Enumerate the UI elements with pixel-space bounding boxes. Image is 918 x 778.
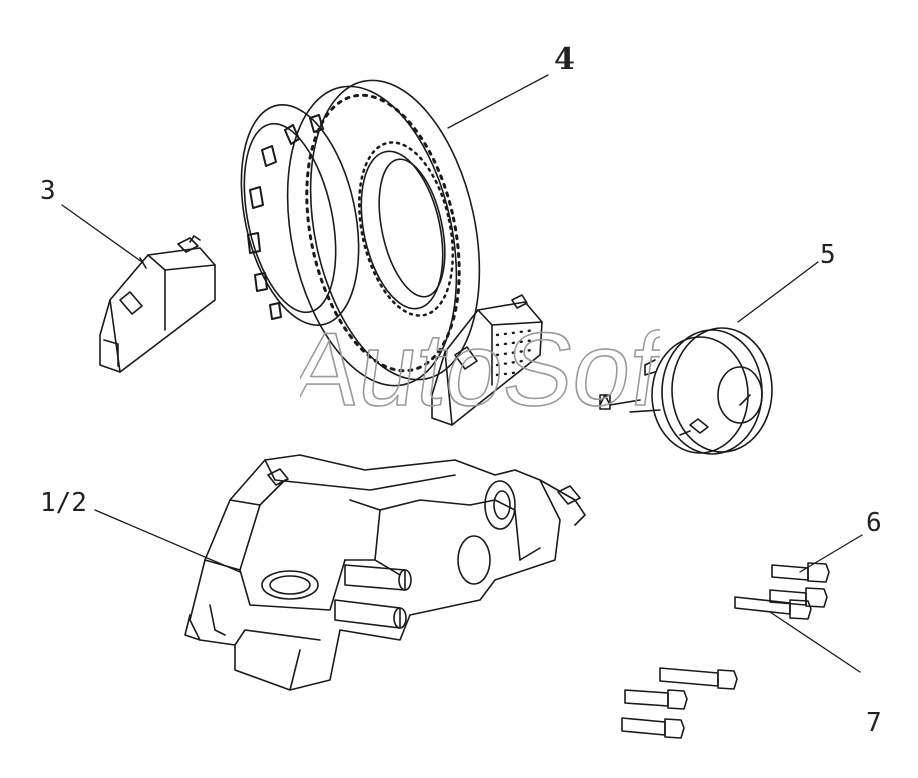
leader-6 <box>799 534 863 573</box>
label-6: 6 <box>866 508 882 538</box>
autosoft-watermark: AutoSoft <box>300 311 660 420</box>
label-1-2: 1/2 <box>40 488 87 518</box>
label-4: 4 <box>554 42 575 77</box>
brake-pad-left <box>99 235 216 373</box>
leader-3 <box>61 204 143 263</box>
bolt-set-7 <box>621 596 812 739</box>
label-7: 7 <box>866 708 882 738</box>
bolt-set-6 <box>769 562 830 608</box>
leader-12 <box>94 509 241 573</box>
leader-lines <box>61 74 863 673</box>
leader-7 <box>769 611 861 673</box>
brake-caliper <box>184 454 586 691</box>
brake-pad-center <box>431 294 543 426</box>
leader-5 <box>737 261 819 323</box>
watermark-text: AutoSoft <box>300 311 660 420</box>
brake-chamber <box>599 327 773 455</box>
label-5: 5 <box>820 240 836 270</box>
leader-4 <box>447 74 549 129</box>
label-3: 3 <box>40 176 56 206</box>
brake-disc <box>240 79 481 387</box>
